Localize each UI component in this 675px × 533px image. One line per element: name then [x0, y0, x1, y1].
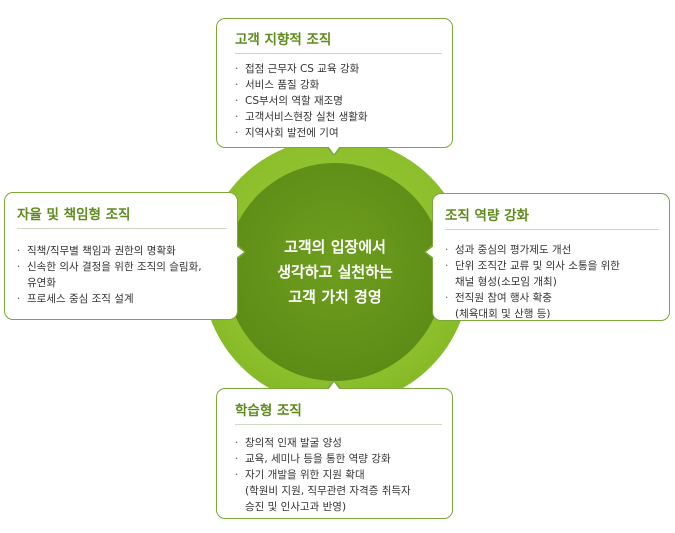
list-item: 교육, 세미나 등을 통한 역량 강화: [235, 451, 442, 467]
list-item: 프로세스 중심 조직 설계: [17, 291, 227, 307]
autonomy-responsibility-box: 자율 및 책임형 조직 직책/직무별 책임과 권한의 명확화 신속한 의사 결정…: [4, 192, 238, 320]
item-list: 성과 중심의 평가제도 개선 단위 조직간 교류 및 의사 소통을 위한: [445, 242, 659, 274]
center-line-3: 고객 가치 경영: [288, 287, 382, 306]
box-title: 자율 및 책임형 조직: [17, 203, 227, 229]
list-item: 자기 개발을 위한 지원 확대: [235, 467, 442, 483]
box-title: 조직 역량 강화: [445, 204, 659, 230]
center-label: 고객의 입장에서 생각하고 실천하는 고객 가치 경영: [226, 163, 444, 381]
list-item: 창의적 인재 발굴 양성: [235, 435, 442, 451]
inner-circle: [226, 163, 444, 381]
list-item: 직책/직무별 책임과 권한의 명확화: [17, 243, 227, 259]
customer-oriented-box: 고객 지향적 조직 접점 근무자 CS 교육 강화 서비스 품질 강화 CS부서…: [216, 18, 453, 148]
list-item-continuation: (체육대회 및 산행 등): [455, 308, 551, 320]
list-item-continuation: 승진 및 인사고과 반영): [245, 501, 347, 513]
list-item-continuation: 채널 형성(소모임 개최): [455, 276, 557, 288]
item-list: 접점 근무자 CS 교육 강화 서비스 품질 강화 CS부서의 역할 재조명 고…: [235, 61, 442, 141]
list-item: 단위 조직간 교류 및 의사 소통을 위한: [445, 258, 659, 274]
list-item: 지역사회 발전에 기여: [235, 125, 442, 141]
list-item-continuation: 유연화: [27, 277, 56, 289]
list-item: 접점 근무자 CS 교육 강화: [235, 61, 442, 77]
list-item-continuation: (학원비 지원, 직무관련 자격증 취득자: [245, 485, 411, 497]
item-list: 프로세스 중심 조직 설계: [17, 291, 227, 307]
list-item: 성과 중심의 평가제도 개선: [445, 242, 659, 258]
callout-pointer-fill: [328, 382, 340, 390]
list-item: CS부서의 역할 재조명: [235, 93, 442, 109]
box-title: 학습형 조직: [235, 399, 442, 425]
list-item: 전직원 참여 행사 확충: [445, 290, 659, 306]
learning-organization-box: 학습형 조직 창의적 인재 발굴 양성 교육, 세미나 등을 통한 역량 강화 …: [216, 388, 453, 519]
list-item: 서비스 품질 강화: [235, 77, 442, 93]
item-list: 창의적 인재 발굴 양성 교육, 세미나 등을 통한 역량 강화 자기 개발을 …: [235, 435, 442, 483]
center-line-1: 고객의 입장에서: [284, 237, 386, 256]
box-title: 고객 지향적 조직: [235, 28, 442, 54]
item-list: 전직원 참여 행사 확충: [445, 290, 659, 306]
list-item: 신속한 의사 결정을 위한 조직의 슬림화,: [17, 259, 227, 275]
callout-pointer-fill: [426, 246, 434, 258]
capability-strengthening-box: 조직 역량 강화 성과 중심의 평가제도 개선 단위 조직간 교류 및 의사 소…: [432, 193, 670, 321]
callout-pointer-fill: [236, 246, 244, 258]
center-line-2: 생각하고 실천하는: [277, 262, 393, 281]
callout-pointer-fill: [328, 146, 340, 154]
item-list: 직책/직무별 책임과 권한의 명확화 신속한 의사 결정을 위한 조직의 슬림화…: [17, 243, 227, 275]
list-item: 고객서비스현장 실천 생활화: [235, 109, 442, 125]
